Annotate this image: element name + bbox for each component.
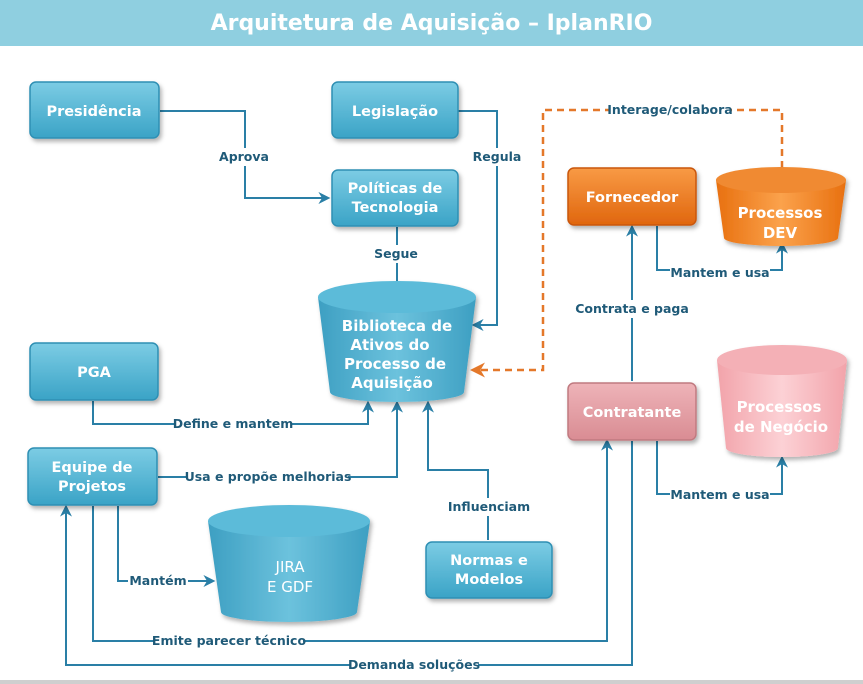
node-equipe-line2: Projetos <box>58 479 126 495</box>
node-politicas-line1: Políticas de <box>348 181 443 197</box>
node-biblioteca-line4: Aquisição <box>351 374 433 392</box>
label-interage: Interage/colabora <box>607 102 732 117</box>
label-contrata: Contrata e paga <box>575 301 689 316</box>
node-processos-dev-line1: Processos <box>738 204 823 222</box>
node-biblioteca-line3: Processo de <box>344 355 446 373</box>
node-processos-dev-line2: DEV <box>763 224 798 242</box>
node-presidencia-label: Presidência <box>46 104 141 120</box>
node-politicas: Políticas de Tecnologia <box>331 169 459 227</box>
label-mantem-usa-negocio: Mantem e usa <box>670 487 769 502</box>
node-fornecedor: Fornecedor <box>567 167 697 226</box>
node-processos-negocio-line2: de Negócio <box>734 418 828 436</box>
node-biblioteca-line1: Biblioteca de <box>342 317 452 335</box>
label-demanda: Demanda soluções <box>348 657 480 672</box>
label-segue: Segue <box>374 246 418 261</box>
label-influenciam: Influenciam <box>448 499 530 514</box>
node-pga: PGA <box>29 342 159 401</box>
node-legislacao-label: Legislação <box>352 104 438 120</box>
label-usa-propoe: Usa e propõe melhorias <box>185 469 352 484</box>
label-aprova: Aprova <box>219 149 269 164</box>
label-mantem-usa-dev: Mantem e usa <box>670 265 769 280</box>
edge-emite <box>92 438 613 642</box>
edge-usa-propoe <box>158 400 403 478</box>
node-legislacao: Legislação <box>331 81 459 139</box>
node-contratante-label: Contratante <box>583 405 682 421</box>
edge-influenciam <box>422 400 489 540</box>
node-presidencia: Presidência <box>29 81 160 139</box>
node-normas-line1: Normas e <box>450 553 528 569</box>
label-emite: Emite parecer técnico <box>152 633 307 648</box>
node-normas-line2: Modelos <box>455 572 523 588</box>
edge-mantem-jira <box>117 506 216 587</box>
edge-demanda <box>60 441 633 666</box>
node-normas: Normas e Modelos <box>425 541 553 599</box>
edge-regula <box>458 110 498 331</box>
node-equipe-line1: Equipe de <box>51 460 132 476</box>
node-jira-line1: JIRA <box>275 558 306 576</box>
node-contratante: Contratante <box>567 382 697 441</box>
edge-interage <box>470 108 784 378</box>
node-processos-negocio <box>717 345 847 457</box>
label-define: Define e mantem <box>173 416 294 431</box>
node-politicas-line2: Tecnologia <box>352 200 439 216</box>
node-fornecedor-label: Fornecedor <box>586 190 679 206</box>
label-regula: Regula <box>473 149 522 164</box>
label-mantem-jira: Mantém <box>129 573 186 588</box>
page-title: Arquitetura de Aquisição – IplanRIO <box>0 0 863 46</box>
node-biblioteca <box>318 281 476 402</box>
node-processos-negocio-line1: Processos <box>737 398 822 416</box>
bottom-divider <box>0 680 863 684</box>
node-jira-line2: E GDF <box>267 578 313 596</box>
node-jira <box>208 505 370 622</box>
node-pga-label: PGA <box>77 365 112 381</box>
node-biblioteca-line2: Ativos do <box>350 336 429 354</box>
node-processos-dev <box>716 167 846 246</box>
node-equipe: Equipe de Projetos <box>27 447 158 506</box>
